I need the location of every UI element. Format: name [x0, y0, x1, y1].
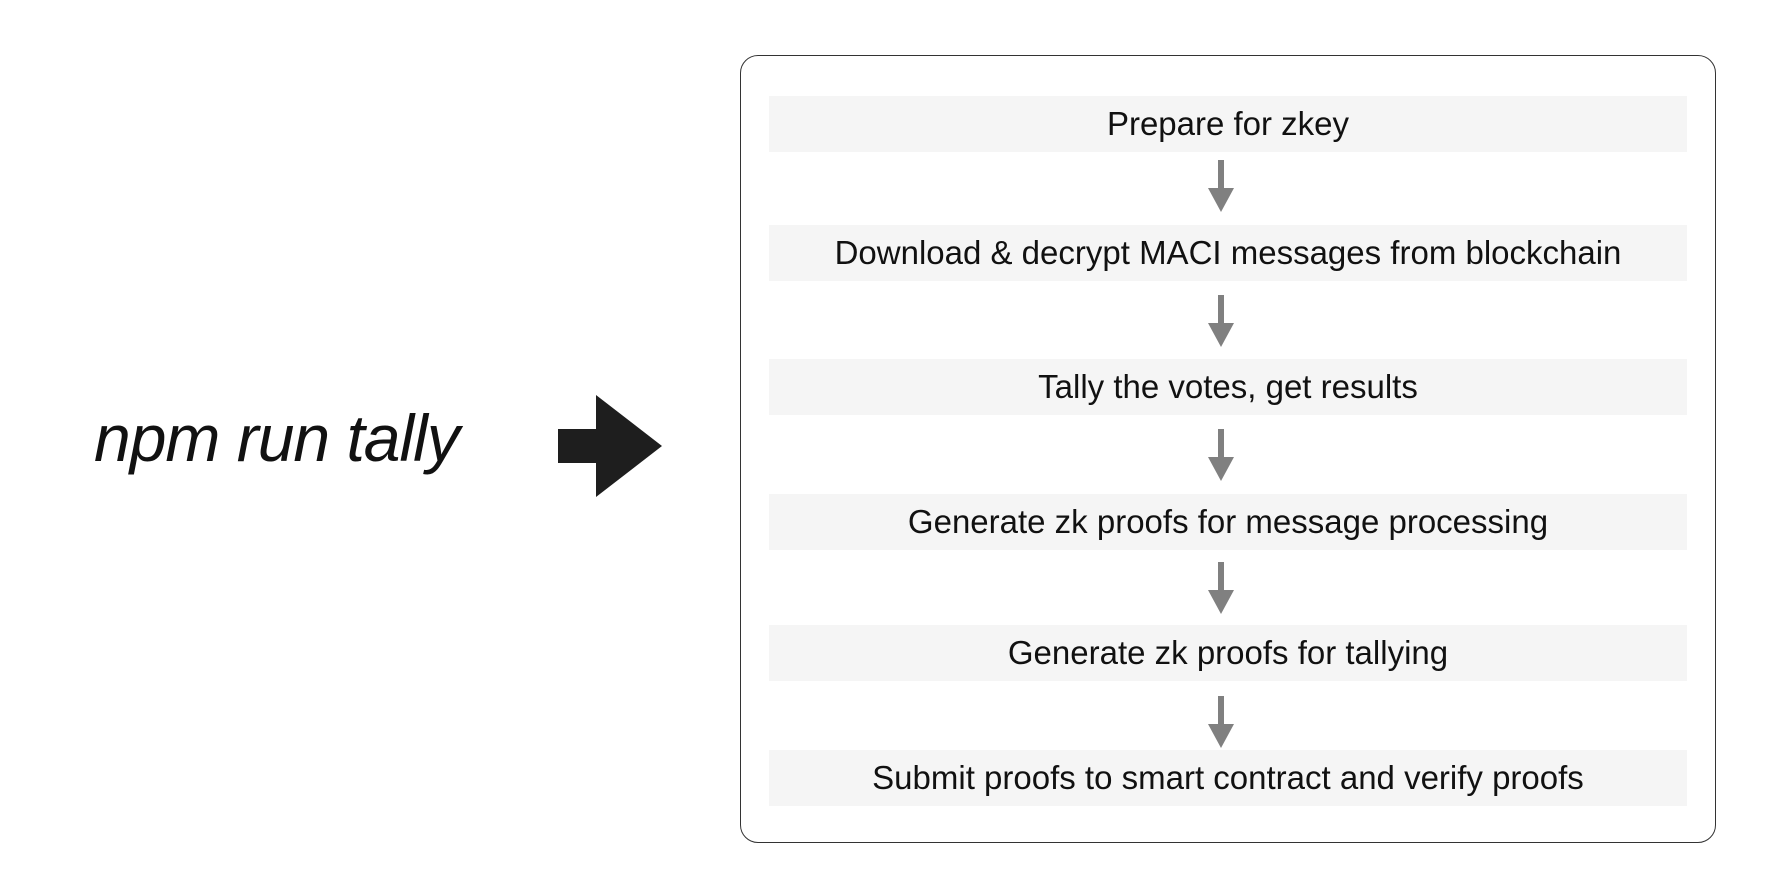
step-tally-votes: Tally the votes, get results: [769, 359, 1687, 415]
pipeline-panel: Prepare for zkey Download & decrypt MACI…: [740, 55, 1716, 843]
down-arrow-icon: [1208, 562, 1234, 614]
step-prepare-zkey: Prepare for zkey: [769, 96, 1687, 152]
step-proofs-message-processing: Generate zk proofs for message processin…: [769, 494, 1687, 550]
right-arrow-icon: [558, 395, 662, 497]
down-arrow-icon: [1208, 696, 1234, 748]
down-arrow-icon: [1208, 160, 1234, 212]
step-proofs-tallying: Generate zk proofs for tallying: [769, 625, 1687, 681]
command-label: npm run tally: [94, 401, 460, 475]
down-arrow-icon: [1208, 429, 1234, 481]
step-download-decrypt: Download & decrypt MACI messages from bl…: [769, 225, 1687, 281]
step-submit-verify: Submit proofs to smart contract and veri…: [769, 750, 1687, 806]
down-arrow-icon: [1208, 295, 1234, 347]
